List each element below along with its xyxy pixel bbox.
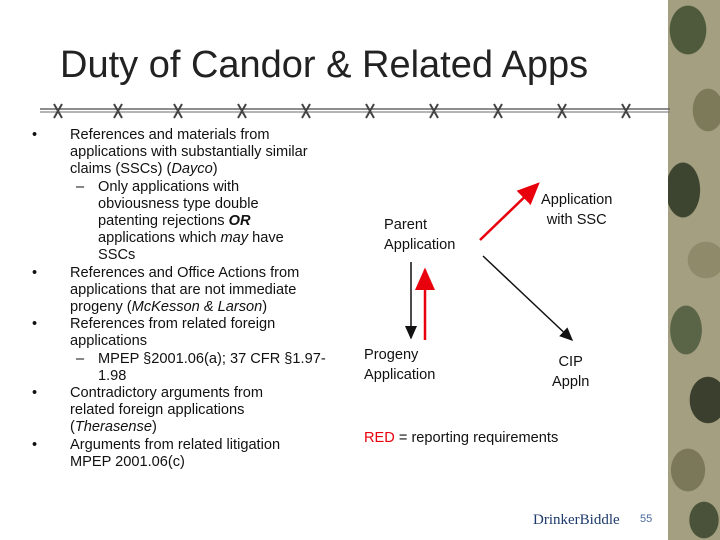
- bullet-item-litigation: • Arguments from related litigation MPEP…: [32, 436, 281, 470]
- dash-icon: –: [76, 350, 85, 367]
- progeny-application-label: Progeny Application: [364, 347, 436, 383]
- cip-appln-label: CIP Appln: [552, 354, 590, 390]
- application-with-ssc-label: Application with SSC: [541, 192, 613, 228]
- legend-red-word: RED: [364, 430, 395, 446]
- bullet-icon: •: [32, 127, 38, 143]
- bullet-icon: •: [32, 385, 38, 402]
- bullet-item-therasense: • Contradictory arguments from related f…: [32, 385, 264, 436]
- slide-title: Duty of Candor & Related Apps: [60, 44, 589, 86]
- legend-text: RED = reporting requirements: [364, 430, 559, 446]
- bullet-item-dayco: • References and materials from applicat…: [32, 127, 308, 178]
- bullet-list: • References and materials from applicat…: [32, 127, 362, 471]
- camouflage-border: [668, 0, 720, 540]
- bullet-icon: •: [32, 316, 38, 333]
- arrow-ssc-to-cip: [482, 255, 574, 342]
- page-number: 55: [640, 513, 653, 525]
- arrow-parent-to-ssc: [479, 182, 540, 241]
- bullet-icon: •: [32, 264, 38, 281]
- bullet-icon: •: [32, 436, 38, 453]
- sub-bullet-mpep: – MPEP §2001.06(a); 37 CFR §1.97- 1.98: [76, 350, 326, 384]
- parent-application-label: Parent Application: [384, 217, 456, 253]
- barbed-wire-divider: [40, 103, 670, 119]
- dash-icon: –: [76, 178, 85, 195]
- bullet-item-foreign-references: • References from related foreign applic…: [32, 316, 276, 350]
- drinker-biddle-logo: DrinkerBiddle: [533, 512, 620, 528]
- bullet-item-mckesson: • References and Office Actions from app…: [32, 264, 300, 316]
- sub-bullet-obviousness: – Only applications with obviousness typ…: [76, 178, 284, 264]
